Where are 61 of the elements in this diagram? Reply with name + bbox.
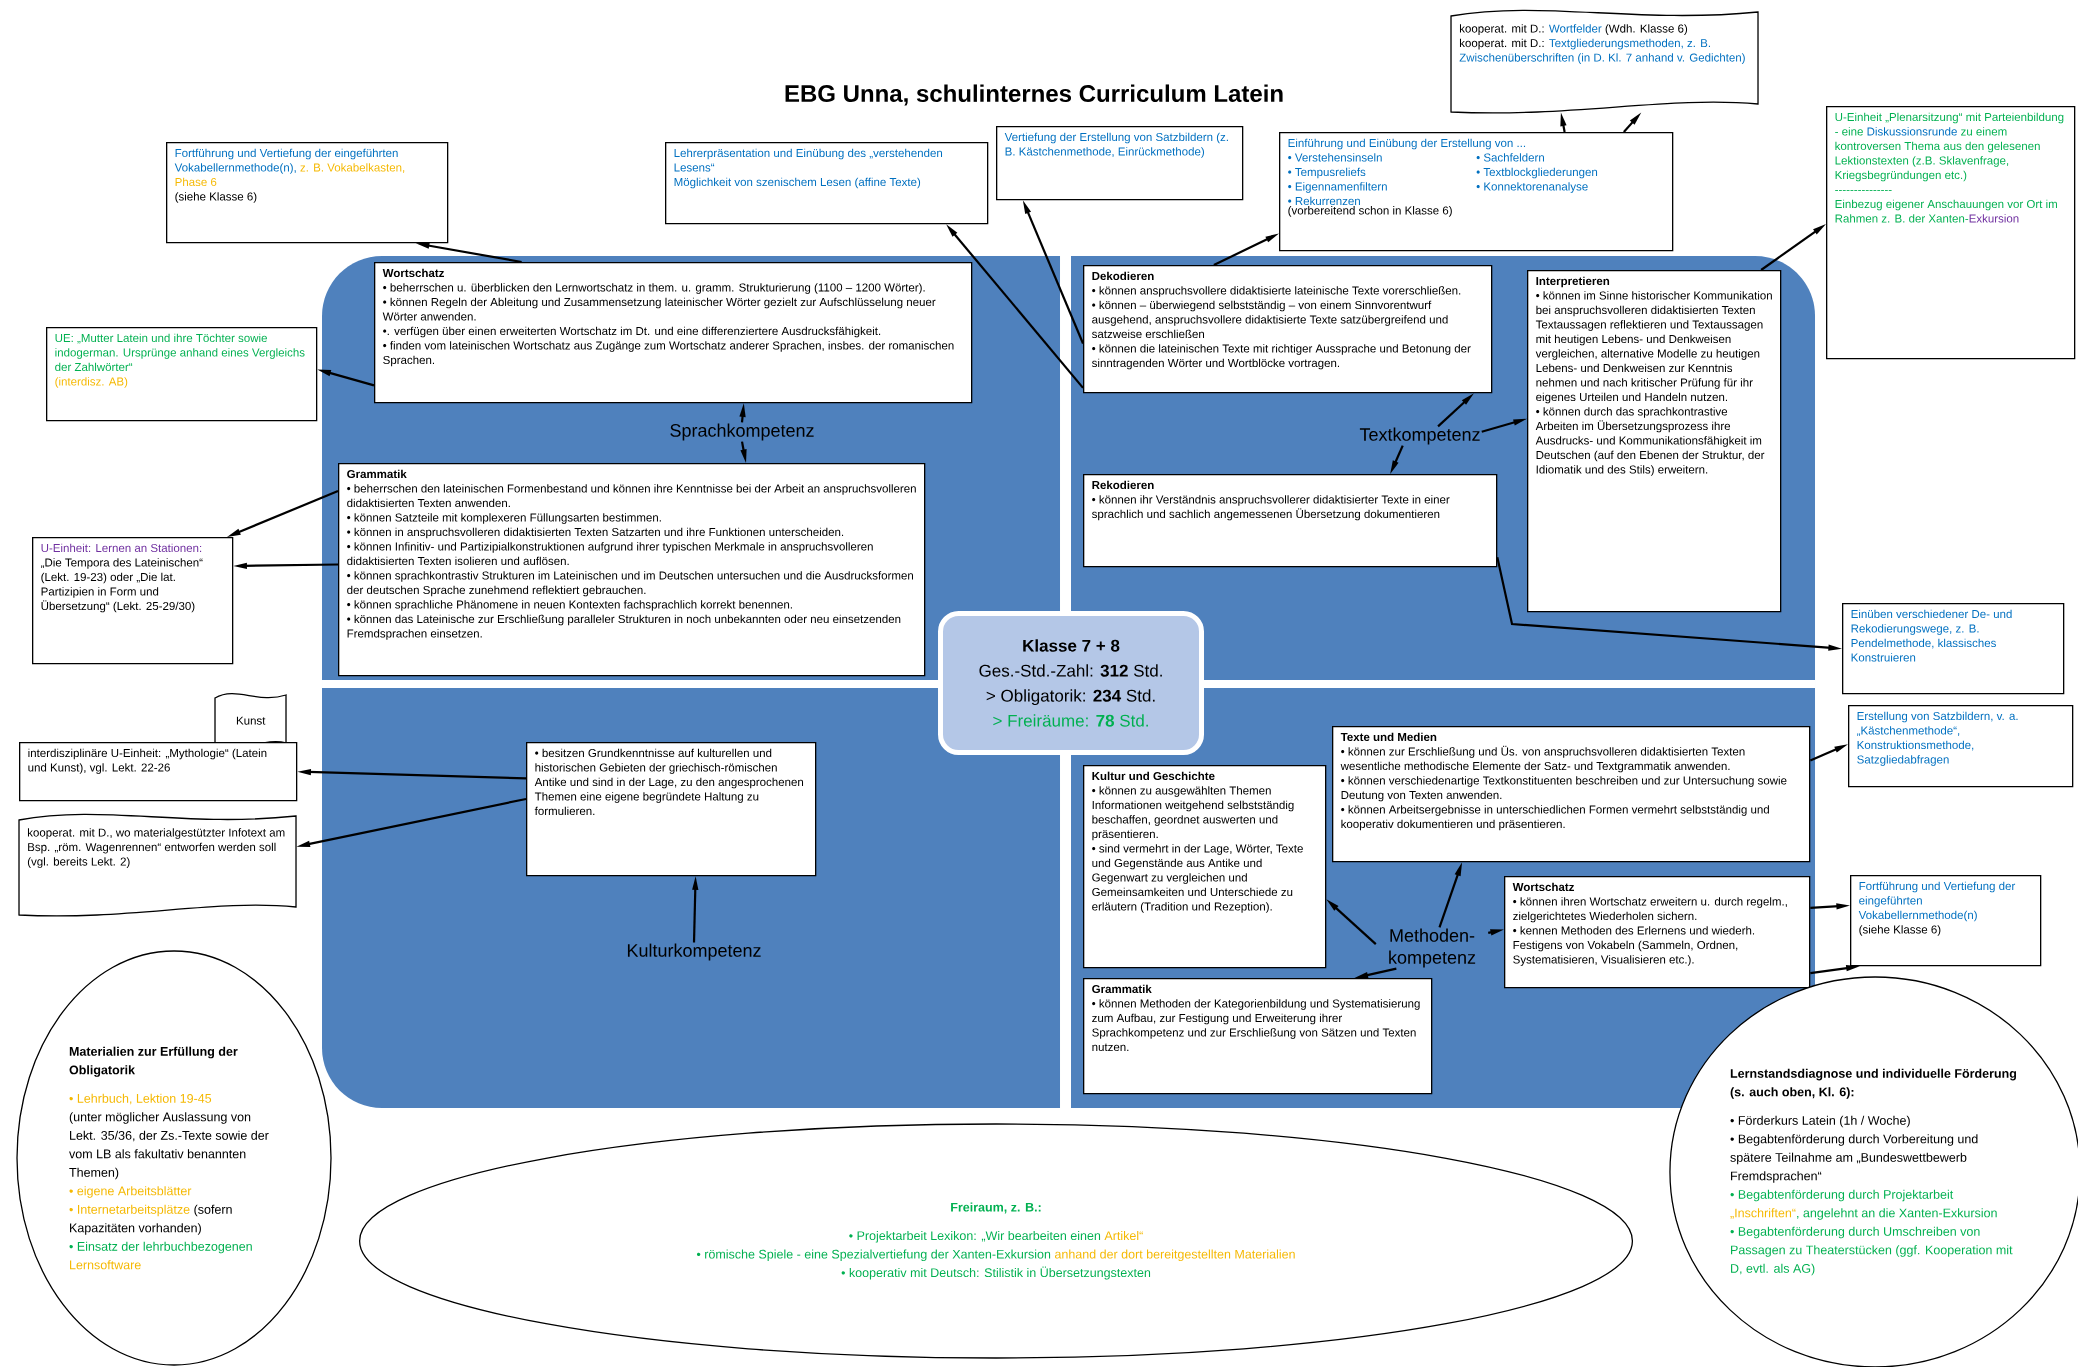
- note-box: Vertiefung der Erstellung von Satzbildern (z. B. Kästchenmethode, Einrückmethode): [996, 126, 1244, 201]
- competence-box: Texte und Medien • können zur Erschließung und Üs. von anspruchsvolleren didaktisierten Texten wesentliche methodische Elemente der Satz- und Textgrammatik anwenden. • können verschiedenartige Textkonstituenten beschreiben und zur Untersuchung sowie Deutung von Texten anwenden. • können Arbeitsergebnisse in unterschiedlichen Formen vermehrt selbstständig und kooperativ dokumentieren und präsentieren.: [1332, 726, 1811, 863]
- arrow: [233, 562, 339, 569]
- node-label: • Begabtenförderung durch Projektarbeit: [1730, 1189, 1954, 1202]
- arrow: [296, 797, 527, 847]
- arrow: [1809, 744, 1848, 762]
- arrow: [1810, 965, 1860, 975]
- competence-box: Dekodieren • können anspruchsvollere didaktisierte lateinische Texte vorerschließen. • können – überwiegend selbstständig – von einem Sinnvorentwurf ausgehend, anspruchsvollere didaktisierte Texte satzübergreifend und satzweise erschließen • können die lateinischen Texte mit richtiger Aussprache und Betonung der sinntragenden Wörter und Wortblöcke vortragen.: [1083, 265, 1493, 394]
- arrow: [1354, 967, 1397, 979]
- competence-label: Textkompetenz: [1359, 427, 1480, 445]
- note-box: U-Einheit: Lernen an Stationen: „Die Tempora des Lateinischen“ (Lekt. 19-23) oder „Die lat. Partizipien in Form und Übersetzung“ (Lekt. 25-29/30): [32, 537, 234, 665]
- arrow: [739, 403, 746, 423]
- note-box: Fortführung und Vertiefung der eingeführten Vokabellernmethode(n), z. B. Vokabelkasten, Phase 6 (siehe Klasse 6): [166, 142, 449, 244]
- note-box: UE: „Mutter Latein und ihre Töchter sowie indogerman. Ursprünge anhand eines Vergleichs der Zahlwörter“ (interdisz. AB): [46, 327, 318, 422]
- arrow: [415, 242, 522, 264]
- note-box: Erstellung von Satzbildern, v. a. „Kästchenmethode“, Konstruktionsmethode, Satzgliedabfragen: [1848, 705, 2074, 788]
- arrow: [1760, 223, 1826, 271]
- arrow: [692, 876, 699, 943]
- note-box: Einführung und Einübung der Erstellung von ... • Verstehensinseln • Tempusreliefs • Eigennamenfiltern • Rekurrenzen • Sachfeldern • Textblockgliederungen • Konnektorenanalyse (vorbereitend schon in Klasse 6): [1279, 132, 1674, 252]
- competence-label: Kulturkompetenz: [627, 943, 761, 961]
- competence-box: • besitzen Grundkenntnisse auf kulturellen und historischen Gebieten der griechisch-römischen Antike und sind in der Lage, zu den angesprochenen Themen eine eigene begründete Haltung zu formulieren.: [526, 742, 817, 877]
- competence-box: Interpretieren • können im Sinne historischer Kommunikation bei anspruchsvolleren didaktisierten Texten Textaussagen reflektieren und Textaussagen mit heutigen Lebens- und Denkweisen vergleichen, alternative Modelle zu heutigen Lebens- und Denkweisen zur Kenntnis nehmen und nach kritischer Prüfung für ihr eigenes Urteilen und Handeln nutzen. • können durch das sprachkontrastive Arbeiten im Übersetzungsprozess ihre Ausdrucks- und Kommunikationsfähigkeit im Deutschen (auf den Ebenen der Struktur, der Idiomatik und des Stils) erweitern.: [1527, 270, 1782, 613]
- note-box: Fortführung und Vertiefung der eingeführten Vokabellernmethode(n) (siehe Klasse 6): [1850, 875, 2042, 967]
- node-label: • Begabtenförderung durch Umschreiben von Passagen zu Theaterstücken (ggf. Kooperation mit D, evtl. als AG): [1730, 1226, 2013, 1276]
- note-box: U-Einheit „Plenarsitzung“ mit Parteienbildung - eine Diskussionsrunde zu einem kontroversen Thema aus den gelesenen Lektionstexten (z.B. Sklavenfrage, Kriegsbegründungen etc.) --------------- Einbezug eigener Anschauungen vor Ort im Rahmen z. B. der Xanten-Exkursion: [1826, 106, 2076, 360]
- competence-box: Wortschatz • beherrschen u. überblicken den Lernwortschatz in them. u. gramm. Strukturierung (1100 – 1200 Wörter). • können Regeln der Ableitung und Zusammensetzung lateinischer Wörter gezielt zur Aufschlüsselung neuer Wörter anwenden. •. verfügen über einen erweiterten Wortschatz im Dt. und eine differenziertere Ausdrucksfähigkeit. • finden vom lateinischen Wortschatz aus Zugänge zum Wortschatz anderer Sprachen, insbes. der romanischen Sprachen.: [374, 262, 973, 404]
- arrow: [1326, 899, 1377, 945]
- node-label: • Begabtenförderung durch Vorbereitung und spätere Teilnahme am „Bundeswettbewerb Fremdsprachen“: [1730, 1134, 1978, 1183]
- competence-box: Grammatik • können Methoden der Kategorienbildung und Systematisierung zum Aufbau, zur Festigung und Erweiterung ihrer Sprachkompetenz und zur Erschließung von Sätzen und Texten nutzen.: [1083, 978, 1433, 1095]
- arrow: [1481, 418, 1527, 433]
- arrow: [1437, 393, 1474, 428]
- summary-box: Klasse 7 + 8 Ges.-Std.-Zahl: 312 Std. > Obligatorik: 234 Std. > Freiräume: 78 Std.: [938, 611, 1204, 755]
- note-box: Einüben verschiedener De- und Rekodierungswege, z. B. Pendelmethode, klassisches Konstruieren: [1842, 603, 2065, 695]
- arrow: [1560, 112, 1567, 133]
- arrow: [1022, 200, 1085, 344]
- competence-label: Sprachkompetenz: [670, 423, 814, 441]
- arrow: [1623, 112, 1642, 133]
- node-label: • Förderkurs Latein (1h / Woche): [1730, 1115, 1910, 1128]
- arrow: [1810, 903, 1850, 910]
- arrow: [227, 489, 339, 537]
- title: EBG Unna, schulinternes Curriculum Latein: [785, 84, 1283, 106]
- competence-box: Grammatik • beherrschen den lateinischen Formenbestand und können ihre Kenntnisse bei der Arbeit an anspruchsvolleren didaktisierten Texten anwenden. • können Satzteile mit komplexeren Füllungsarten bestimmen. • können in anspruchsvolleren didaktisierten Texten Satzarten und ihre Funktionen unterscheiden. • können Infinitiv- und Partizipialkonstruktionen aufgrund ihrer typischen Merkmale in anspruchsvolleren didaktisierten Texten isolieren und auflösen. • können sprachkontrastiv Strukturen im Lateinischen und im Deutschen untersuchen und die Ausdrucksformen der deutschen Sprache zunehmend reflektiert gebrauchen. • können sprachliche Phänomene in neuen Kontexten fachsprachlich korrekt benennen. • können das Lateinische zur Erschließung paralleler Strukturen in noch unbekannten oder neu einsetzenden Fremdsprachen einsetzen.: [338, 463, 926, 677]
- arrow: [317, 369, 375, 387]
- competence-box: Rekodieren • können ihr Verständnis anspruchsvollerer didaktisierter Texte in einer sprachlich und sachlich angemessenen Übersetzung dokumentieren: [1083, 474, 1498, 568]
- note-document: kooperat. mit D.: Wortfelder (Wdh. Klasse 6) kooperat. mit D.: Textgliederungsmethoden, z. B. Zwischenüberschriften (in D. Kl. 7 anhand v. Gedichten): [1450, 9, 1759, 114]
- arrow: [1390, 445, 1404, 474]
- node-label: „Inschriften“: [1730, 1208, 1796, 1219]
- note-box: Lehrerpräsentation und Einübung des „verstehenden Lesens“ Möglichkeit von szenischem Lesen (affine Texte): [665, 142, 989, 225]
- arrow: [1487, 929, 1504, 936]
- competence-box: Kultur und Geschichte • können zu ausgewählten Themen Informationen weitgehend selbstständig beschaffen, geordnet auswerten und präsentieren. • sind vermehrt in der Lage, Wörter, Texte und Gegenstände aus Antike und Gegenwart zu vergleichen und Gemeinsamkeiten und Unterschiede zu erläutern (Tradition und Rezeption).: [1083, 765, 1327, 969]
- arrow: [297, 768, 527, 780]
- note-document: kooperat. mit D., wo materialgestützter Infotext am Bsp. „röm. Wagenrennen“ entworfen werden soll (vgl. bereits Lekt. 2): [18, 813, 297, 917]
- arrow: [946, 224, 1084, 389]
- arrow: [740, 441, 747, 463]
- arrow: [1496, 556, 1842, 651]
- arrow: [1213, 233, 1279, 266]
- competence-box: Wortschatz • können ihren Wortschatz erweitern u. durch regelm., zielgerichtetes Wiederholen sichern. • kennen Methoden des Erlernens und wiederh. Festigens von Vokabeln (Sammeln, Ordnen, Systematisieren, Visualisieren etc.).: [1504, 876, 1811, 989]
- competence-label: Methoden- kompetenz: [1389, 928, 1476, 968]
- arrow: [1438, 862, 1463, 928]
- node-label: , angelehnt an die Xanten-Exkursion: [1797, 1208, 1997, 1220]
- node-label: Lernstandsdiagnose und individuelle Förderung (s. auch oben, Kl. 6):: [1730, 1068, 2017, 1099]
